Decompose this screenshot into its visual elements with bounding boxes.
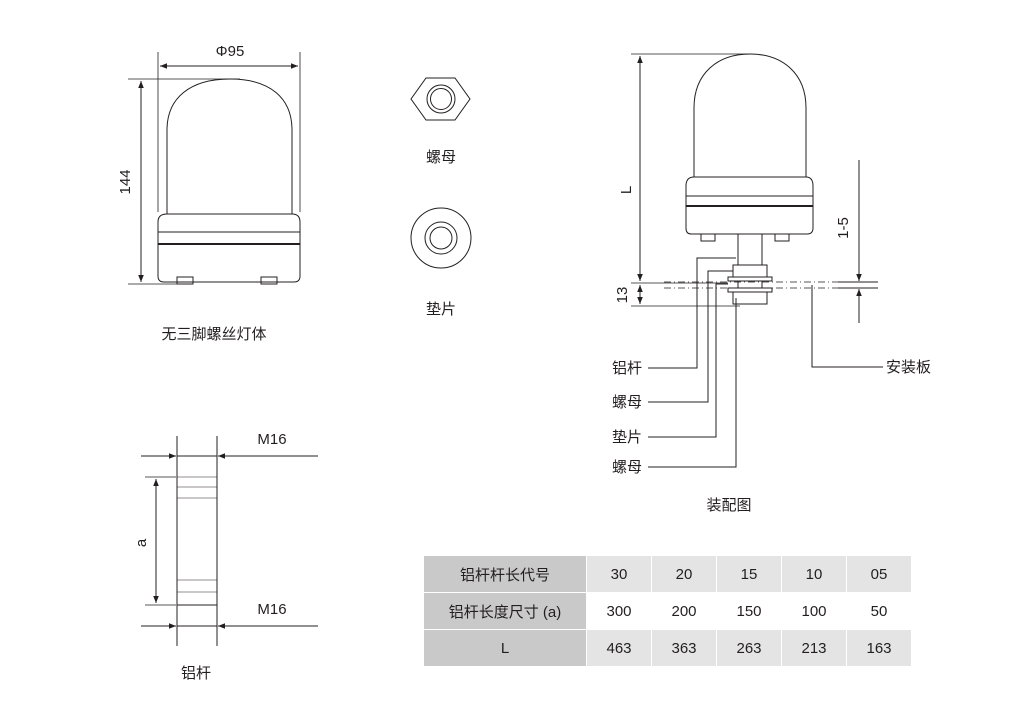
table-row: 铝杆杆长代号 30 20 15 10 05 — [423, 555, 912, 593]
table-cell: 10 — [781, 555, 847, 593]
rod-thread-bottom: M16 — [257, 601, 286, 618]
table-cell: 20 — [651, 555, 717, 593]
table-cell: 263 — [716, 629, 782, 667]
row-header: 铝杆长度尺寸 (a) — [423, 592, 587, 630]
table-cell: 463 — [586, 629, 652, 667]
callout-rod: 铝杆 — [612, 360, 642, 377]
lamp-width-dim: Φ95 — [216, 43, 245, 60]
table-cell: 300 — [586, 592, 652, 630]
assembly-L-dim: L — [618, 186, 635, 194]
spec-table: 铝杆杆长代号 30 20 15 10 05 铝杆长度尺寸 (a) 300 200… — [423, 555, 912, 667]
table-cell: 150 — [716, 592, 782, 630]
row-header: L — [423, 629, 587, 667]
assembly-drawing — [631, 53, 883, 468]
row-header: 铝杆杆长代号 — [423, 555, 587, 593]
table-cell: 363 — [651, 629, 717, 667]
callout-nut-2: 螺母 — [612, 459, 642, 476]
table-cell: 50 — [846, 592, 912, 630]
assembly-caption: 装配图 — [706, 497, 751, 514]
rod-length-dim: a — [133, 538, 150, 547]
callout-washer: 垫片 — [612, 429, 642, 446]
rod-drawing — [141, 436, 318, 646]
callout-mounting-plate: 安装板 — [886, 358, 931, 376]
table-cell: 15 — [716, 555, 782, 593]
lamp-body-drawing — [128, 52, 301, 285]
table-cell: 200 — [651, 592, 717, 630]
table-cell: 30 — [586, 555, 652, 593]
assembly-plate-dim: 1-5 — [835, 217, 852, 239]
table-cell: 100 — [781, 592, 847, 630]
table-cell: 163 — [846, 629, 912, 667]
assembly-13-dim: 13 — [614, 287, 631, 304]
nut-caption: 螺母 — [426, 149, 456, 166]
table-cell: 213 — [781, 629, 847, 667]
table-row: L 463 363 263 213 163 — [423, 629, 912, 667]
washer-drawing — [410, 207, 472, 269]
lamp-height-dim: 144 — [117, 169, 134, 194]
lamp-body-caption: 无三脚螺丝灯体 — [161, 326, 266, 343]
table-cell: 05 — [846, 555, 912, 593]
nut-drawing — [410, 77, 471, 121]
table-row: 铝杆长度尺寸 (a) 300 200 150 100 50 — [423, 592, 912, 630]
callout-nut-1: 螺母 — [612, 394, 642, 411]
rod-thread-top: M16 — [257, 431, 286, 448]
rod-caption: 铝杆 — [181, 665, 211, 682]
washer-caption: 垫片 — [426, 301, 456, 318]
